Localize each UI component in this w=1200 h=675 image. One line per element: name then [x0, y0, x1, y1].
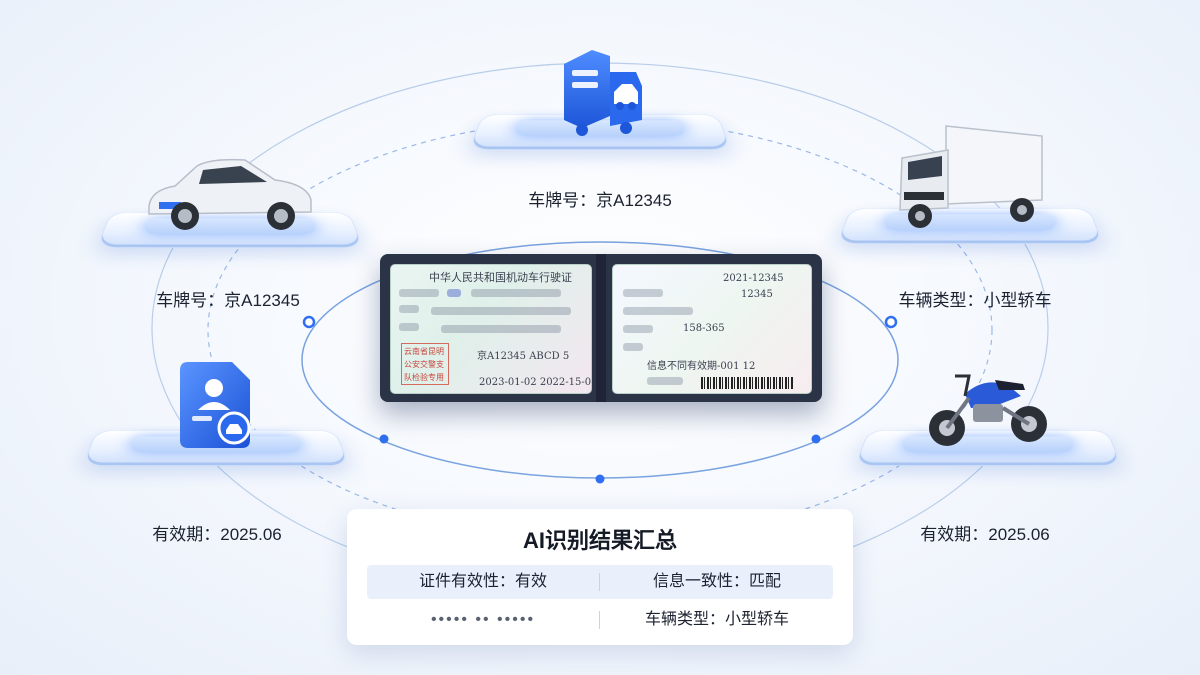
vehicle-registration-icon: [564, 50, 642, 136]
license-code: 12345: [741, 289, 773, 300]
license-barcode: [701, 377, 793, 389]
top-plate-label: 车牌号：京A12345: [528, 191, 672, 210]
vehicle-type-result: 车辆类型：小型轿车: [644, 611, 789, 628]
car-plate-label: 车牌号：京A12345: [156, 291, 300, 310]
license-title: 中华人民共和国机动车行驶证: [429, 271, 572, 284]
id-document-icon: [180, 362, 251, 448]
motorcycle-expiry-label: 有效期：2025.06: [920, 525, 1050, 544]
ai-result-summary-panel: AI识别结果汇总 证件有效性：有效 信息一致性：匹配 ••••• •• ••••…: [347, 509, 853, 645]
orbit-node: [302, 315, 316, 329]
license-note: 信息不同有效期-001 12: [647, 361, 756, 372]
orbit-node: [811, 434, 821, 444]
license-right-page: 2021-12345 12345 158-365 信息不同有效期-001 12: [612, 264, 812, 394]
summary-row-1: 证件有效性：有效 信息一致性：匹配: [367, 565, 833, 599]
license-vin: 158-365: [683, 323, 725, 334]
sedan-car-icon: [148, 158, 312, 230]
platform-truck: [836, 125, 1104, 254]
card-fold: [596, 254, 606, 402]
orbit-node: [595, 474, 605, 484]
motorcycle-icon: [929, 374, 1047, 446]
orbit-node: [884, 315, 898, 329]
license-left-page: 中华人民共和国机动车行驶证 京A12345 ABCD 5 云南省昆明 公安交警支…: [390, 264, 592, 394]
license-plate-line: 京A12345 ABCD 5: [477, 351, 570, 362]
row-divider: [599, 611, 600, 629]
validity-result: 证件有效性：有效: [418, 573, 547, 590]
official-stamp: 云南省昆明 公安交警支 队检验专用: [401, 343, 449, 385]
platform-document: [82, 360, 350, 476]
license-record-number: 2021-12345: [723, 273, 784, 284]
summary-row-2: ••••• •• ••••• 车辆类型：小型轿车: [367, 603, 833, 637]
truck-type-label: 车辆类型：小型轿车: [898, 291, 1052, 310]
summary-title: AI识别结果汇总: [522, 528, 677, 553]
document-expiry-label: 有效期：2025.06: [152, 525, 282, 544]
vehicle-license-card: 中华人民共和国机动车行驶证 京A12345 ABCD 5 云南省昆明 公安交警支…: [380, 254, 822, 402]
masked-value: ••••• •• •••••: [430, 611, 536, 628]
platform-car: [96, 140, 364, 258]
platform-motorcycle: [854, 360, 1122, 476]
consistency-result: 信息一致性：匹配: [652, 573, 781, 590]
orbit-node: [379, 434, 389, 444]
platform-top: [468, 20, 732, 160]
row-divider: [599, 573, 600, 591]
license-dates: 2023-01-02 2022-15-06: [479, 377, 592, 388]
box-truck-icon: [899, 125, 1043, 228]
